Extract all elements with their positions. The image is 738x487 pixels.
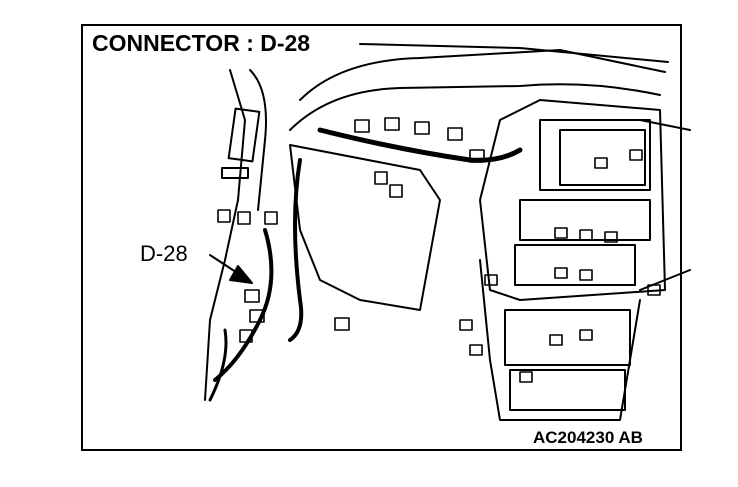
figure-code: AC204230 AB [533,428,643,447]
diagram-frame [81,24,682,451]
connector-callout-label: D-28 [140,241,188,266]
connector-title: CONNECTOR : D-28 [92,30,315,57]
